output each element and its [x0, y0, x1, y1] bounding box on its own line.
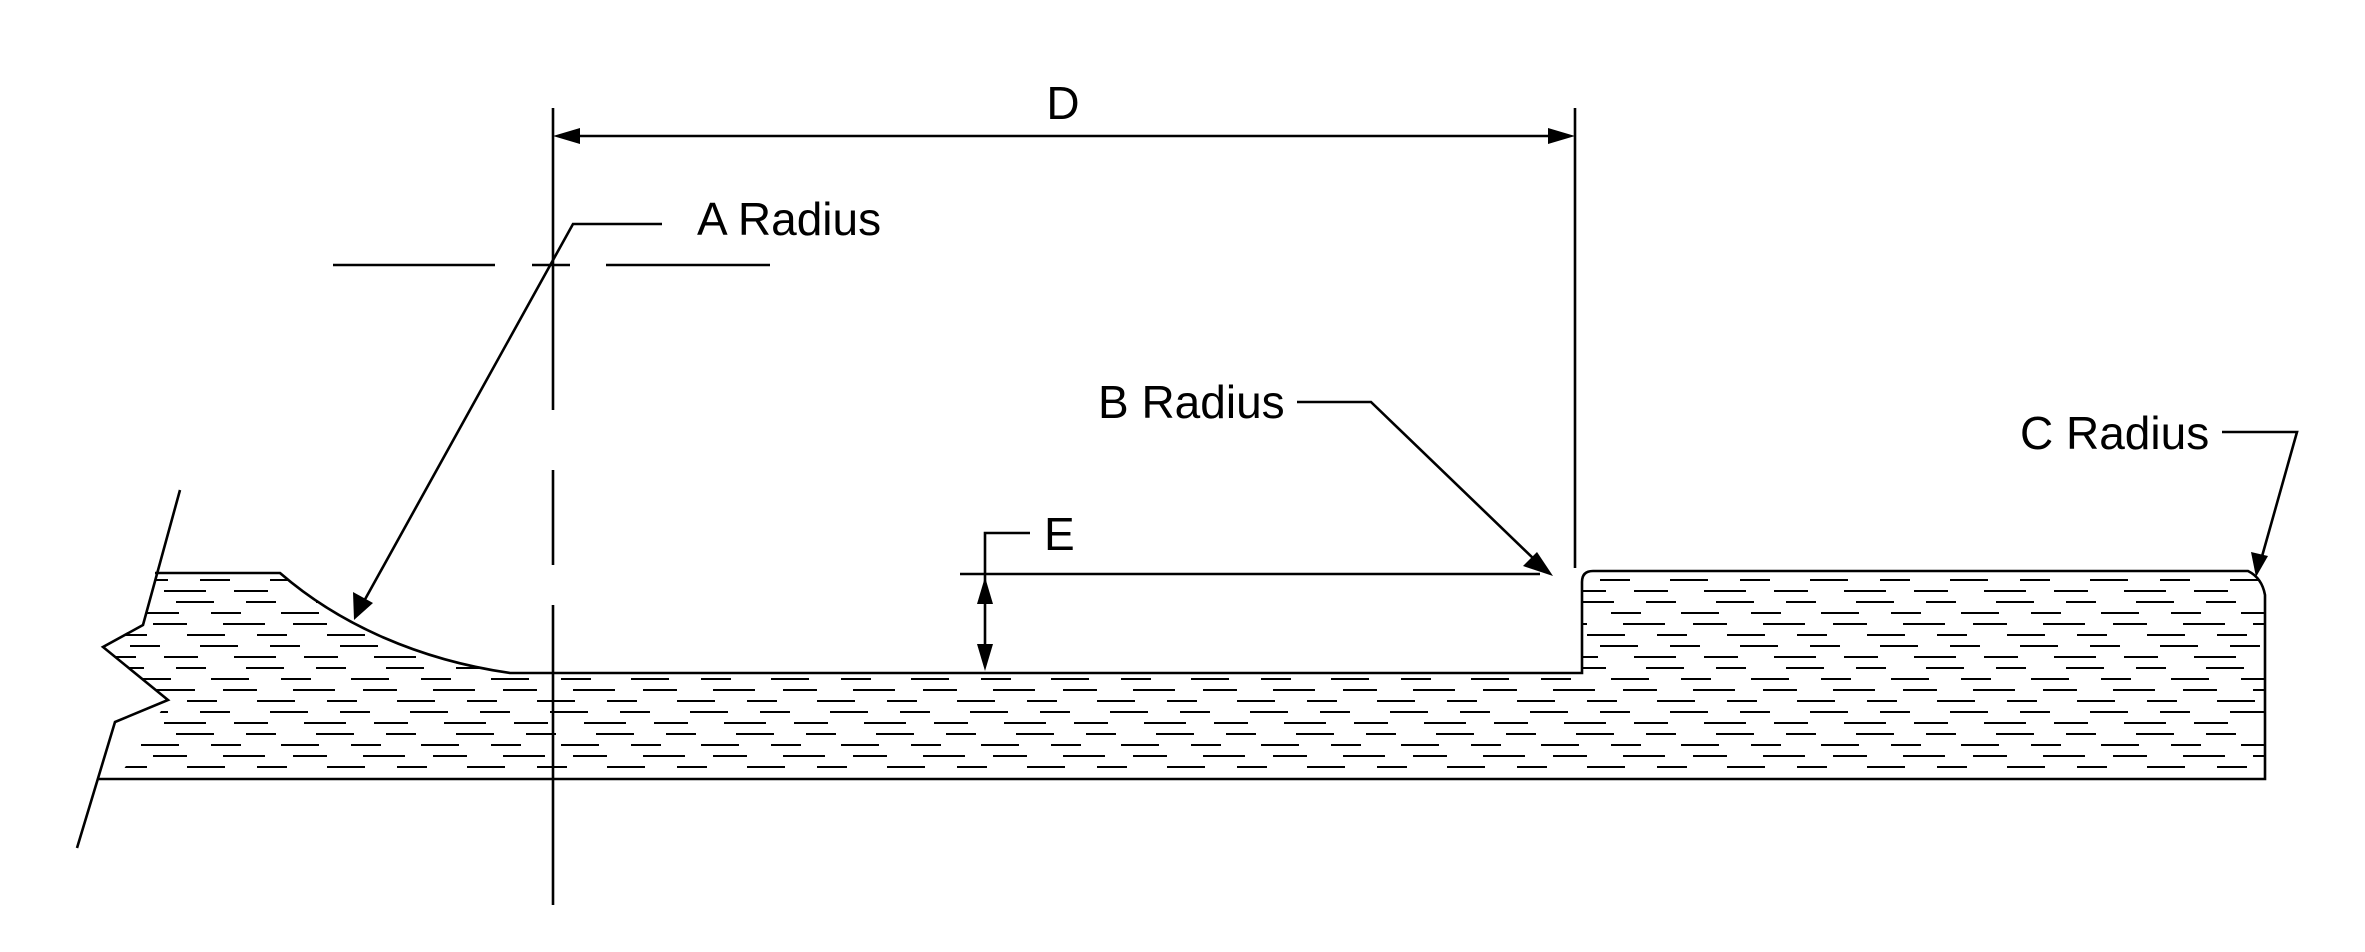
b-radius-leader	[1297, 400, 1553, 576]
a-radius-leader	[353, 222, 662, 620]
a-radius-label: A Radius	[697, 193, 881, 245]
part-outline	[98, 569, 2267, 781]
d-dimension-line	[553, 128, 1575, 144]
b-radius-label: B Radius	[1098, 376, 1285, 428]
d-label: D	[1046, 77, 1079, 129]
e-dimension-line	[977, 531, 1030, 671]
c-radius-leader	[2222, 430, 2299, 577]
e-label: E	[1044, 508, 1075, 560]
c-radius-label: C Radius	[2020, 407, 2209, 459]
break-line	[75, 489, 182, 849]
